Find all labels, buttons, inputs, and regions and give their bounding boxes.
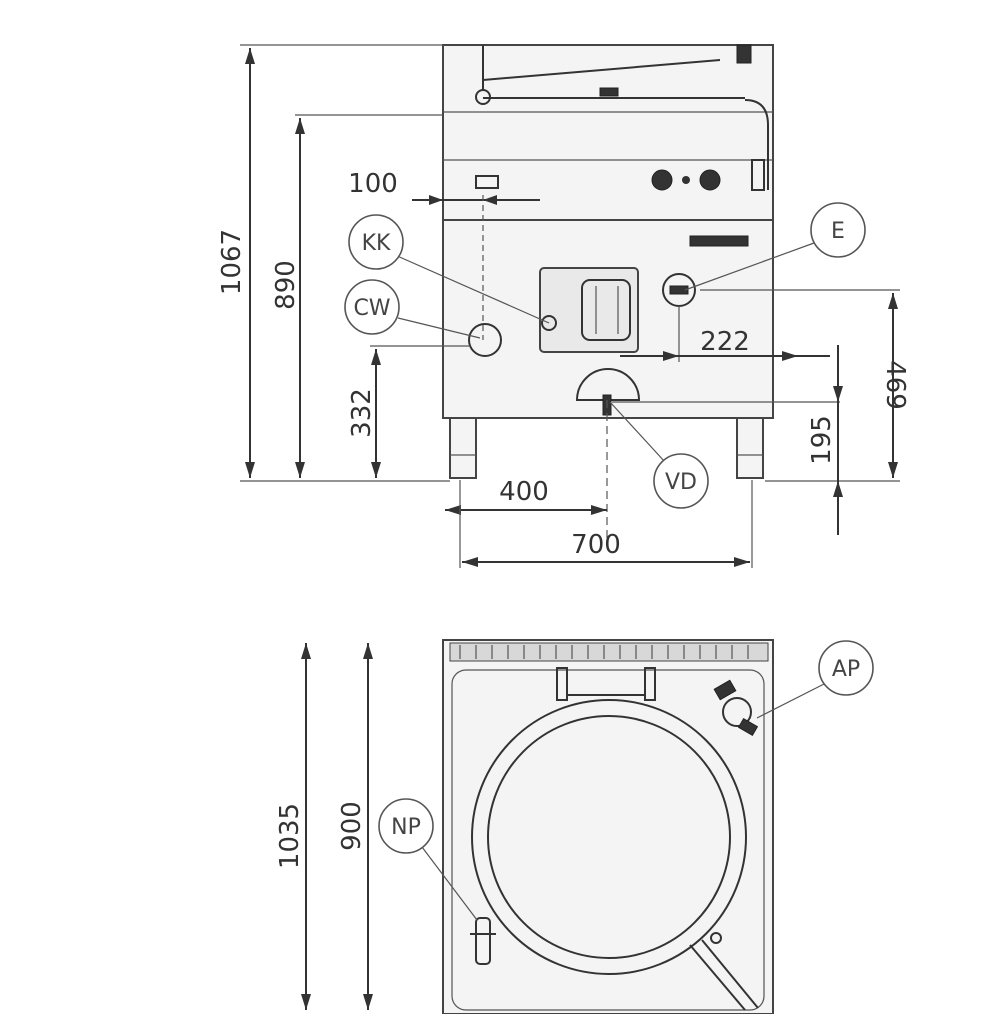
dim-width: 700 [571, 530, 621, 560]
tilt-handle [744, 99, 769, 190]
callout-cw-label: CW [353, 296, 390, 321]
control-knob-right [699, 169, 721, 191]
front-dimensions: 1067 890 332 100 400 700 [217, 44, 910, 568]
callout-e-label: E [831, 219, 845, 244]
ap-valve [722, 697, 752, 727]
dim-inlet-height: 332 [347, 388, 377, 438]
top-outline [442, 639, 774, 1014]
dim-drain-height: 195 [807, 415, 837, 465]
dim-valve-height: 469 [880, 360, 910, 410]
gear-motor [581, 279, 631, 341]
callout-vd-label: VD [665, 470, 697, 495]
dim-working-height: 890 [271, 260, 301, 310]
callout-np [378, 798, 434, 854]
callout-cw [344, 279, 400, 335]
top-view [442, 639, 774, 1014]
control-knob-left [651, 169, 673, 191]
callout-kk [348, 214, 404, 270]
callout-ap [818, 640, 874, 696]
callout-vd [653, 453, 709, 509]
kk-connection [541, 315, 557, 331]
front-view [442, 44, 774, 479]
switch-symbol [475, 175, 499, 189]
np-tap [475, 917, 491, 965]
front-callouts: KK CW E VD [344, 202, 866, 509]
dim-overall-height: 1067 [217, 229, 247, 295]
callout-np-label: NP [391, 815, 421, 840]
callout-e [810, 202, 866, 258]
pan-outer-rim [471, 699, 747, 975]
dim-drain-x: 400 [499, 477, 549, 507]
tilt-knob [736, 44, 752, 64]
lid-latch [599, 87, 619, 97]
top-inner-frame [451, 669, 765, 1011]
upper-housing [442, 44, 774, 221]
brand-plate [689, 235, 749, 247]
dim-depth-body: 900 [337, 801, 367, 851]
vent-ticks [459, 645, 749, 659]
callout-kk-label: KK [362, 231, 391, 256]
pan-inner-rim [487, 715, 731, 959]
dim-inlet-offset: 100 [348, 169, 398, 199]
leg-left [449, 417, 477, 479]
top-callouts: AP NP [378, 640, 874, 921]
dim-valve-offset: 222 [700, 327, 750, 357]
top-dimensions: 1035 900 [275, 643, 373, 1010]
cw-connection [468, 323, 502, 357]
dim-depth-total: 1035 [275, 803, 305, 869]
front-access-panel [539, 267, 639, 353]
indicator-light [682, 176, 690, 184]
rear-vent-strip [449, 642, 769, 662]
leg-right [736, 417, 764, 479]
callout-ap-label: AP [832, 657, 860, 682]
drain-housing [575, 368, 641, 401]
